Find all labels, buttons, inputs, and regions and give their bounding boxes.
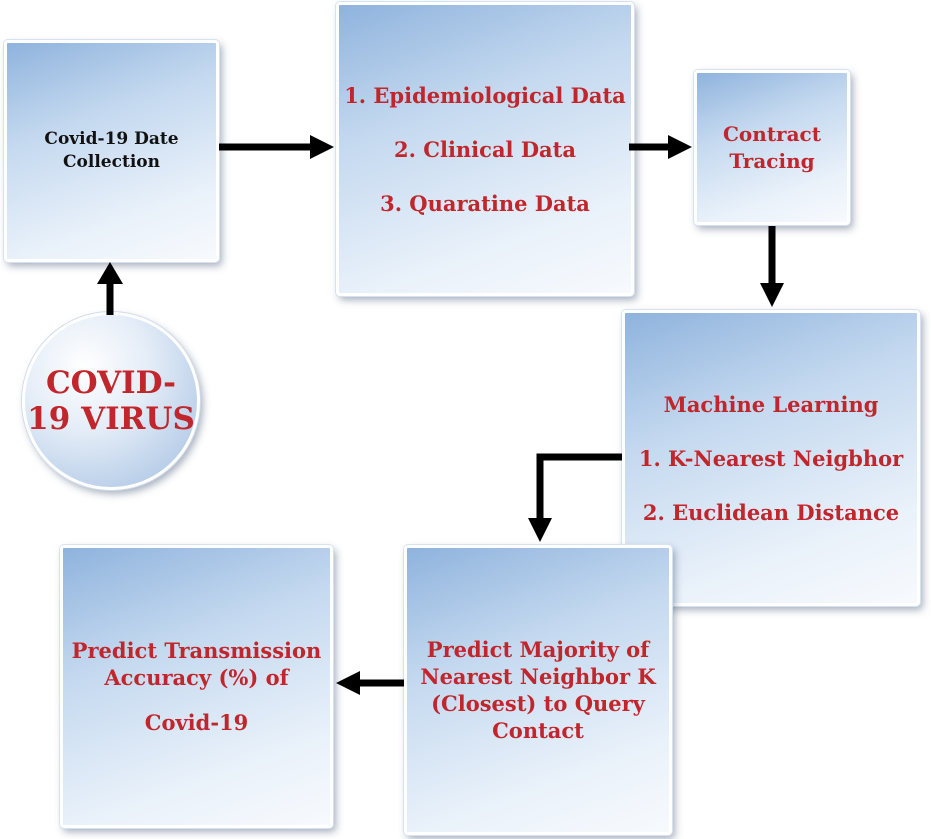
- data-type-epidemiological: 1. Epidemiological Data: [344, 82, 626, 108]
- predict-majority-line1: Predict Majority of: [426, 637, 650, 662]
- arrow-data-to-tracing: [629, 135, 692, 159]
- virus-circle: COVID- 19 VIRUS: [22, 312, 200, 490]
- arrow-tracing-to-ml: [760, 226, 784, 307]
- predict-accuracy-line3: Covid-19: [144, 710, 249, 735]
- arrow-ml-to-majority: [528, 453, 622, 542]
- arrow-virus-to-collection: [97, 262, 123, 315]
- predict-accuracy-line2: Accuracy (%) of: [104, 665, 289, 690]
- contact-tracing-line1: Contract: [723, 121, 821, 146]
- predict-majority-line2: Nearest Neighbor K: [420, 664, 656, 689]
- virus-label-line1: COVID-: [45, 365, 176, 401]
- predict-accuracy-line1: Predict Transmission: [71, 638, 322, 663]
- predict-majority-line4: Contact: [492, 718, 584, 743]
- arrow-collection-to-data: [219, 135, 334, 159]
- arrow-majority-to-accuracy: [336, 671, 404, 695]
- collection-box: Covid-19 Date Collection: [4, 40, 219, 262]
- machine-learning-title: Machine Learning: [663, 391, 879, 417]
- data-type-clinical: 2. Clinical Data: [394, 136, 576, 162]
- collection-label-line2: Collection: [63, 152, 160, 172]
- data-type-quarantine: 3. Quaratine Data: [380, 190, 590, 216]
- machine-learning-euclidean: 2. Euclidean Distance: [642, 499, 900, 525]
- contact-tracing-box: Contract Tracing: [694, 70, 850, 225]
- contact-tracing-line2: Tracing: [729, 148, 815, 173]
- machine-learning-knn: 1. K-Nearest Neigbhor: [638, 445, 904, 471]
- predict-majority-box: Predict Majority of Nearest Neighbor K (…: [404, 545, 672, 835]
- predict-accuracy-box: Predict Transmission Accuracy (%) of Cov…: [60, 545, 333, 828]
- virus-label-line2: 19 VIRUS: [27, 401, 195, 437]
- collection-label-line1: Covid-19 Date: [44, 129, 179, 149]
- predict-majority-line3: (Closest) to Query: [431, 691, 645, 716]
